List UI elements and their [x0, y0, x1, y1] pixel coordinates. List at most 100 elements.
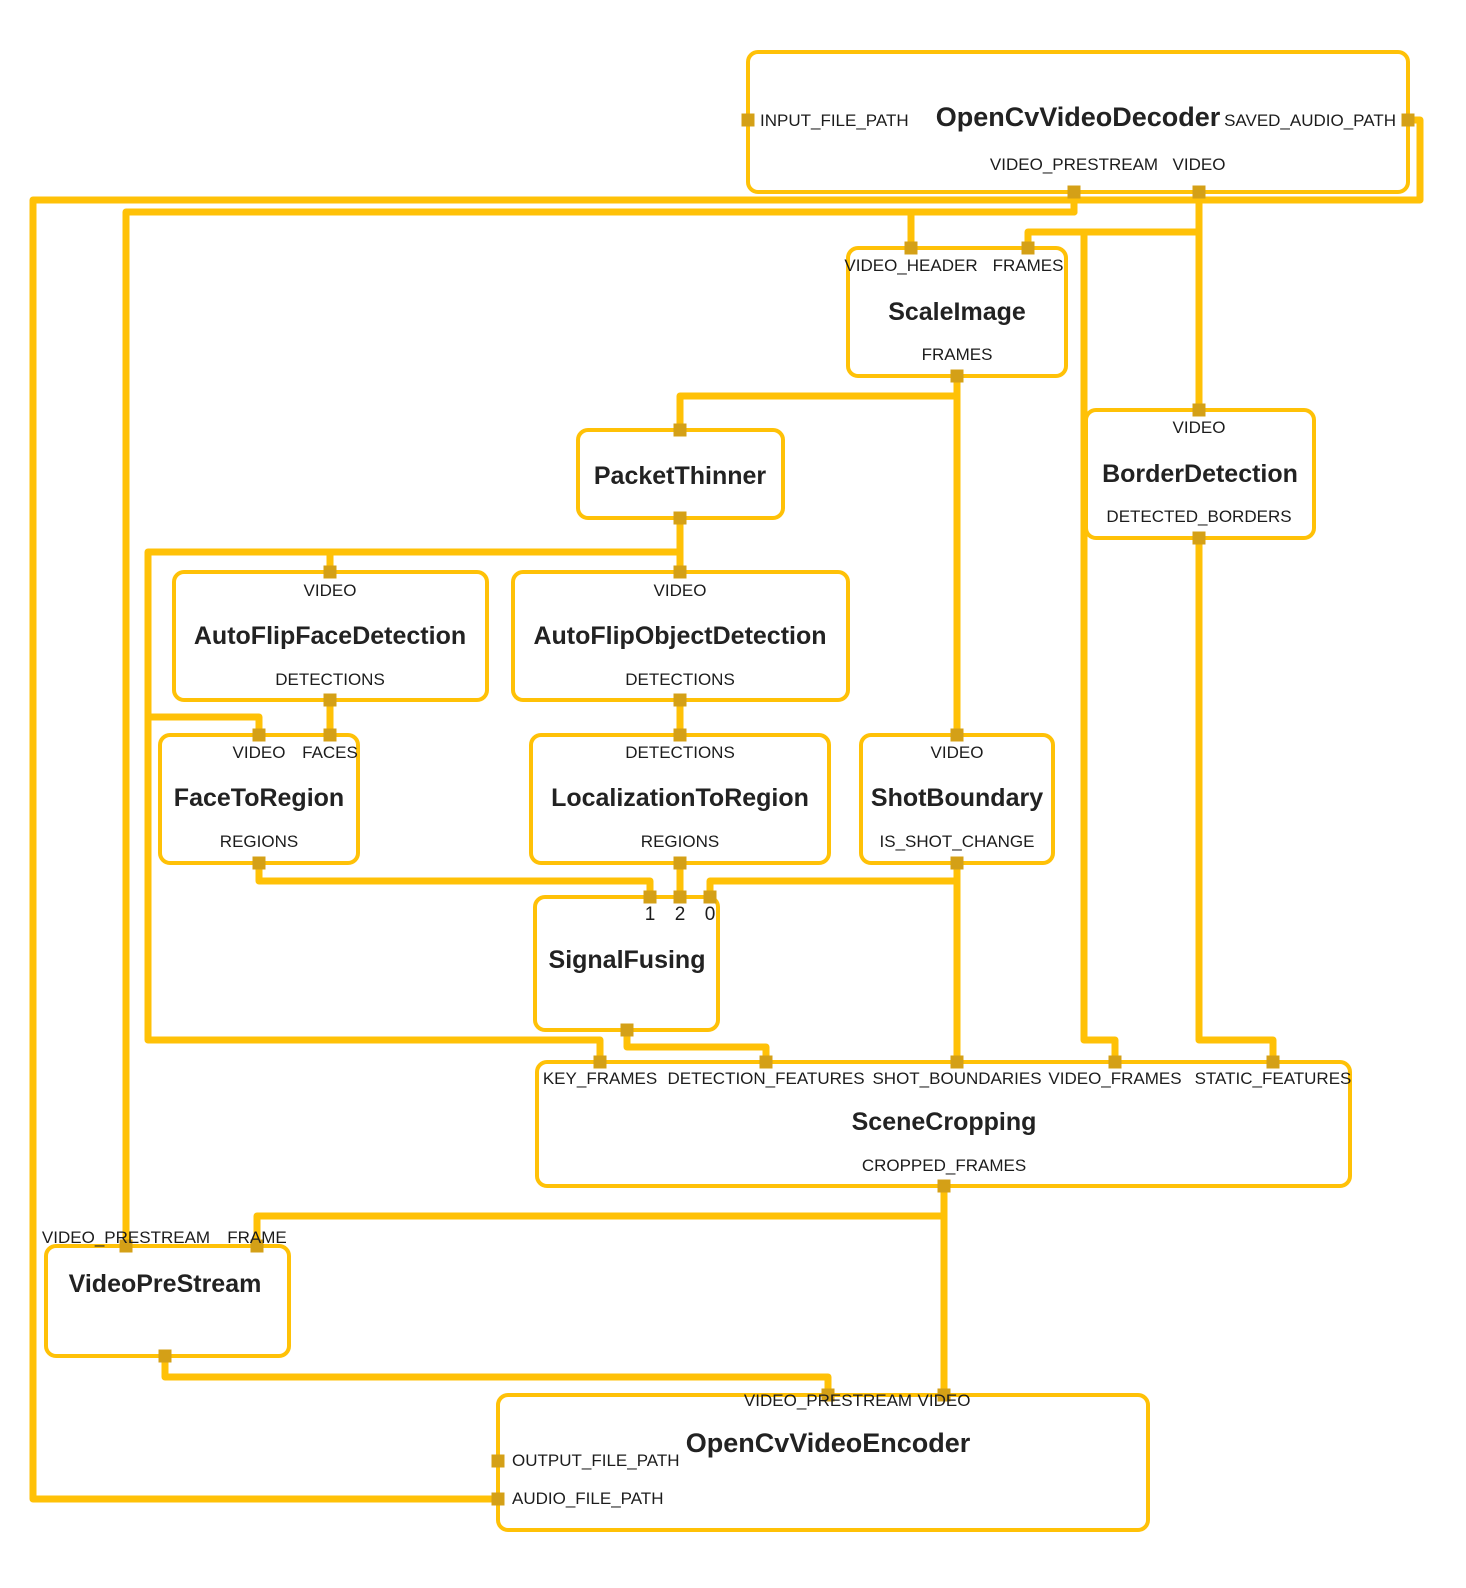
port-input-input_file_path[interactable] [741, 113, 755, 127]
node-body[interactable] [44, 1244, 291, 1358]
port-input-video[interactable] [323, 565, 337, 579]
port-label: VIDEO_PRESTREAM [42, 1228, 210, 1247]
port-output-frames[interactable] [950, 369, 964, 383]
port-output[interactable] [158, 1349, 172, 1363]
graph-edge [144, 717, 604, 1062]
edges-layer [29, 116, 1424, 1503]
port-input-detection_features[interactable] [759, 1055, 773, 1069]
port-label: FRAMES [922, 345, 993, 364]
port-label: VIDEO [233, 743, 286, 762]
port-output-regions[interactable] [673, 856, 687, 870]
port-label: VIDEO_PRESTREAM [744, 1391, 912, 1410]
port-output-is_shot_change[interactable] [950, 856, 964, 870]
port-output-saved_audio_path[interactable] [1401, 113, 1415, 127]
port-label: 0 [705, 904, 716, 925]
node-title: VideoPreStream [69, 1270, 262, 1298]
graph-edge [1195, 538, 1277, 1062]
graph-node-border_detection[interactable]: BorderDetection VIDEO DETECTED_BORDERS [1084, 403, 1316, 545]
node-title: AutoFlipFaceDetection [194, 622, 466, 650]
port-output[interactable] [673, 511, 687, 525]
port-label: DETECTIONS [625, 743, 735, 762]
node-title: OpenCvVideoEncoder [686, 1428, 971, 1458]
port-input[interactable] [673, 423, 687, 437]
port-label: VIDEO [931, 743, 984, 762]
port-input-output_file_path[interactable] [491, 1454, 505, 1468]
port-input-video[interactable] [950, 728, 964, 742]
port-label: VIDEO_HEADER [844, 256, 977, 275]
port-input-faces[interactable] [323, 728, 337, 742]
port-label: DETECTION_FEATURES [667, 1069, 864, 1088]
port-input-video_prestream[interactable] [119, 1239, 133, 1253]
port-label: 1 [645, 904, 656, 925]
port-output-cropped_frames[interactable] [937, 1179, 951, 1193]
port-input-video_prestream[interactable] [821, 1388, 835, 1402]
port-label: FRAMES [993, 256, 1064, 275]
port-label: DETECTIONS [275, 670, 385, 689]
graph-edge [161, 1356, 832, 1395]
port-input-detections[interactable] [673, 728, 687, 742]
port-input-video_frames[interactable] [1108, 1055, 1122, 1069]
port-label: SAVED_AUDIO_PATH [1224, 111, 1396, 130]
port-label: FRAME [227, 1228, 287, 1247]
graph-node-video_prestream[interactable]: VideoPreStream VIDEO_PRESTREAM FRAME [42, 1228, 291, 1363]
port-input-audio_file_path[interactable] [491, 1492, 505, 1506]
graph-edge [255, 863, 654, 897]
port-output-video[interactable] [1192, 185, 1206, 199]
port-input-0[interactable] [703, 890, 717, 904]
port-output-regions[interactable] [252, 856, 266, 870]
port-input-key_frames[interactable] [593, 1055, 607, 1069]
port-label: AUDIO_FILE_PATH [512, 1489, 663, 1508]
port-label: CROPPED_FRAMES [862, 1156, 1026, 1175]
port-label: DETECTED_BORDERS [1106, 507, 1291, 526]
port-output-video_prestream[interactable] [1067, 185, 1081, 199]
port-input-video[interactable] [673, 565, 687, 579]
port-output-detections[interactable] [673, 693, 687, 707]
port-output-detections[interactable] [323, 693, 337, 707]
port-output-detected_borders[interactable] [1192, 531, 1206, 545]
port-input-video[interactable] [937, 1388, 951, 1402]
port-label: VIDEO [304, 581, 357, 600]
port-label: VIDEO [1173, 155, 1226, 174]
port-input-video[interactable] [252, 728, 266, 742]
graph-node-packet_thinner[interactable]: PacketThinner [576, 423, 785, 525]
port-output[interactable] [620, 1023, 634, 1037]
node-title: BorderDetection [1102, 460, 1298, 488]
port-input-1[interactable] [643, 890, 657, 904]
port-input-video[interactable] [1192, 403, 1206, 417]
port-label: DETECTIONS [625, 670, 735, 689]
port-label: STATIC_FEATURES [1195, 1069, 1352, 1088]
graph-edge [326, 518, 684, 572]
graph-edge [706, 863, 961, 897]
port-input-video_header[interactable] [904, 241, 918, 255]
port-input-static_features[interactable] [1266, 1055, 1280, 1069]
graph-edge [907, 192, 1078, 248]
graph-node-autoflip_face_detection[interactable]: AutoFlipFaceDetection VIDEO DETECTIONS [172, 565, 489, 707]
port-input-shot_boundaries[interactable] [950, 1055, 964, 1069]
port-label: SHOT_BOUNDARIES [872, 1069, 1041, 1088]
port-label: INPUT_FILE_PATH [760, 111, 909, 130]
port-label: VIDEO_PRESTREAM [990, 155, 1158, 174]
graph-edge [253, 1186, 948, 1246]
port-input-frame[interactable] [250, 1239, 264, 1253]
node-title: AutoFlipObjectDetection [533, 622, 826, 650]
port-label: OUTPUT_FILE_PATH [512, 1451, 680, 1470]
graph-edge [1080, 228, 1199, 1062]
port-label: VIDEO [1173, 418, 1226, 437]
port-label: REGIONS [220, 832, 298, 851]
node-title: SignalFusing [549, 946, 706, 974]
node-title: SceneCropping [852, 1108, 1037, 1136]
node-title: PacketThinner [594, 462, 767, 490]
port-input-frames[interactable] [1021, 241, 1035, 255]
port-input-2[interactable] [673, 890, 687, 904]
